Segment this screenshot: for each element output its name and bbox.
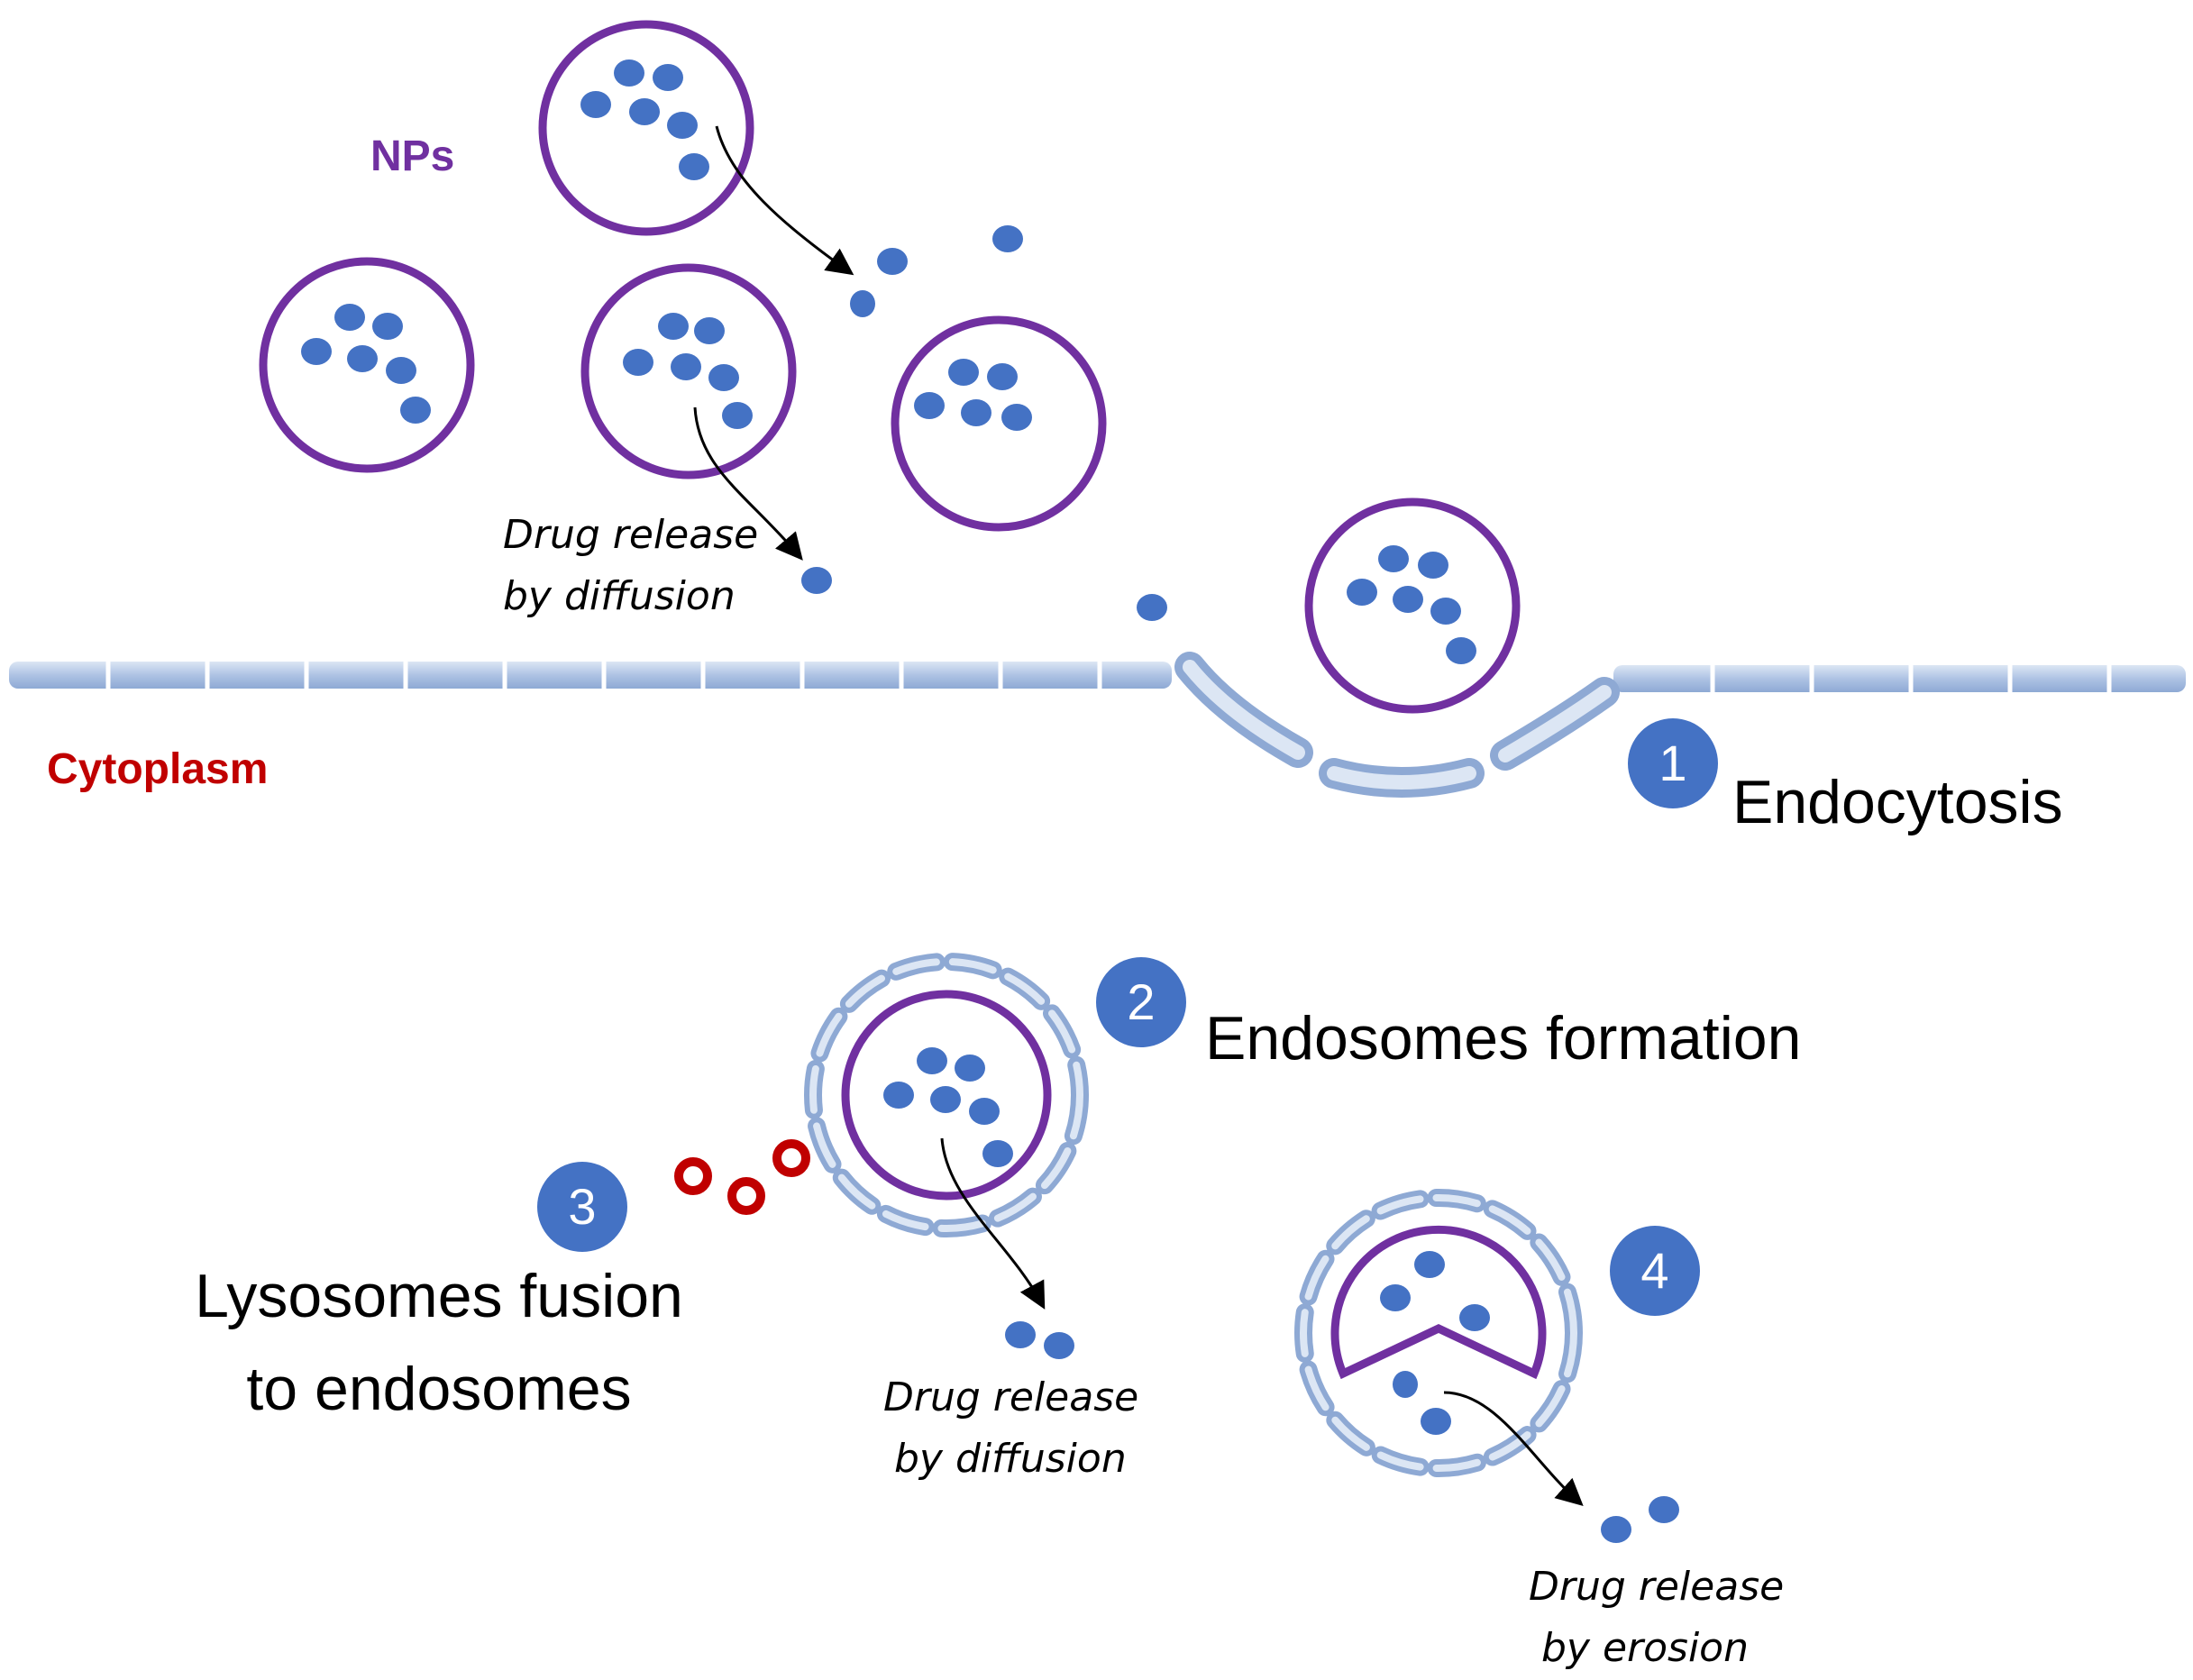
- eroded-nanoparticle: [1330, 1225, 1547, 1380]
- step-1-badge: [1628, 718, 1718, 808]
- step-2: 2 Endosomes formation: [1096, 957, 1801, 1073]
- nanoparticle-2: [259, 257, 475, 473]
- cell-membrane: [9, 652, 2186, 798]
- step-2-number: 2: [1127, 973, 1155, 1030]
- diffusion-label-bottom-line2: by diffusion: [894, 1436, 1127, 1482]
- diffusion-label-top-line2: by diffusion: [503, 573, 736, 619]
- nanoparticle-entering: [1304, 498, 1521, 714]
- step-1-number: 1: [1658, 735, 1686, 791]
- step-4: 4: [1610, 1226, 1700, 1316]
- step-4-number: 4: [1640, 1242, 1668, 1299]
- erosion-label-line2: by erosion: [1541, 1625, 1749, 1671]
- step-4-badge: [1610, 1226, 1700, 1316]
- released-drug-diffusion: [1005, 1321, 1074, 1359]
- step-3: 3 Lysosomes fusion to endosomes: [195, 1162, 683, 1423]
- nanoparticle-4: [891, 315, 1107, 532]
- nanoparticle-3: [580, 263, 797, 479]
- membrane-segment-gaps: [105, 662, 2112, 692]
- erosion-arrow: [1443, 1391, 1584, 1507]
- step-2-title: Endosomes formation: [1205, 1004, 1801, 1073]
- step-1: 1 Endocytosis: [1628, 718, 2063, 836]
- lysosomes: [674, 1139, 810, 1215]
- step-1-title: Endocytosis: [1732, 768, 2063, 836]
- step-3-number: 3: [568, 1178, 596, 1235]
- diffusion-label-bottom-line1: Drug release: [883, 1374, 1138, 1420]
- diffusion-arrow-2: [693, 406, 803, 561]
- diffusion-label-top-line1: Drug release: [503, 512, 758, 558]
- erosion-label-line1: Drug release: [1529, 1564, 1784, 1610]
- step-3-badge: [537, 1162, 627, 1252]
- step-2-badge: [1096, 957, 1186, 1047]
- step-3-title-line1: Lysosomes fusion: [195, 1262, 683, 1330]
- endosome: [804, 953, 1089, 1237]
- nanoparticle-1: [538, 20, 754, 236]
- free-drug-molecules: [801, 225, 1167, 621]
- diffusion-arrow-3: [940, 1137, 1046, 1310]
- cytoplasm-label: Cytoplasm: [47, 745, 268, 793]
- released-drug-erosion: [1601, 1496, 1679, 1543]
- nps-label: NPs: [370, 132, 454, 180]
- diffusion-arrow-1: [715, 125, 854, 276]
- step-3-title-line2: to endosomes: [246, 1355, 631, 1423]
- eroded-endosome: [1294, 1189, 1583, 1477]
- membrane-invagination: [1174, 652, 1620, 798]
